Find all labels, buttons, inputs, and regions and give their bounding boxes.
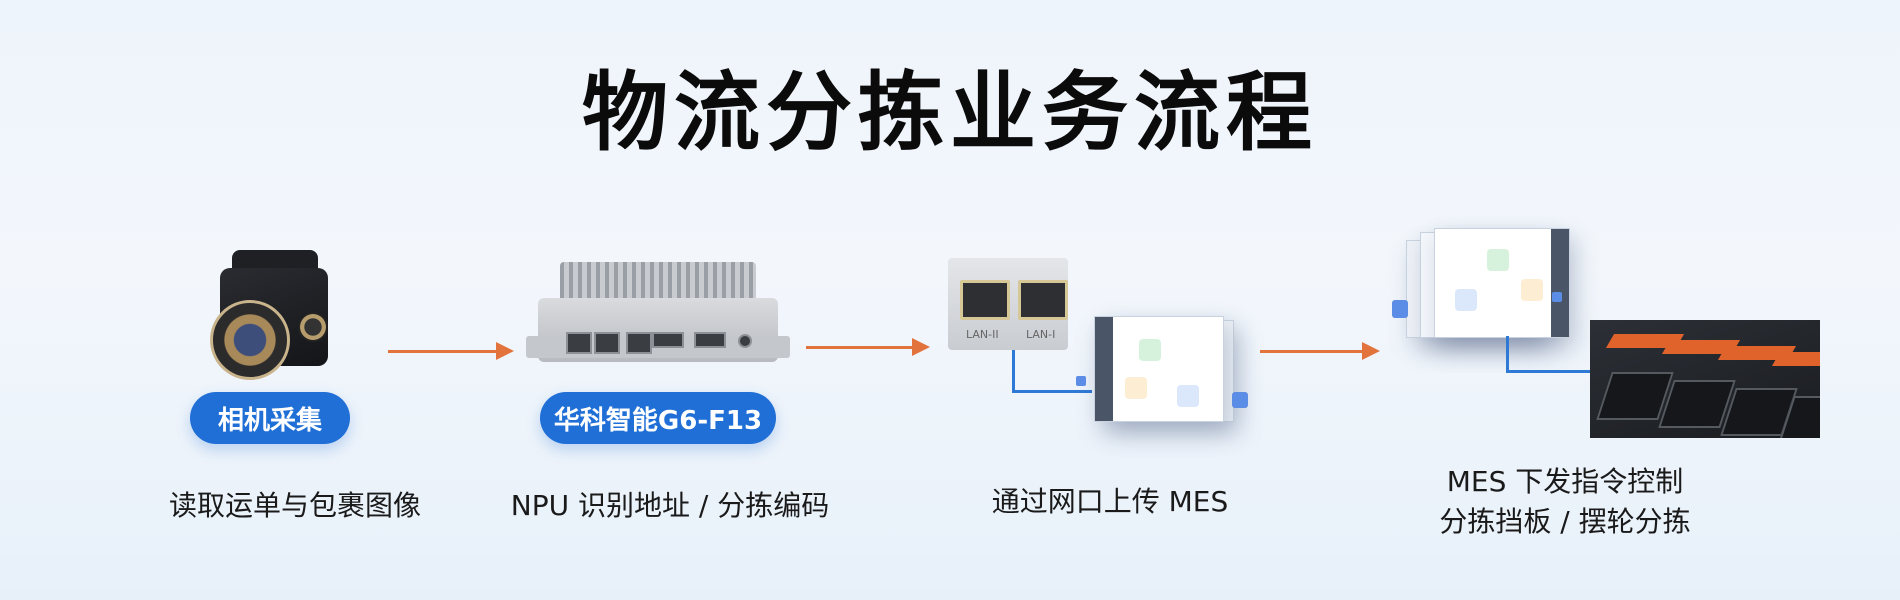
lan-port-icon [1018, 280, 1068, 320]
page-title: 物流分拣业务流程 [582, 63, 1318, 163]
sorter-image [1590, 320, 1820, 438]
step-badge-camera: 相机采集 [190, 392, 350, 444]
lan-label-2: LAN-II [966, 328, 999, 341]
lan-port-icon [960, 280, 1010, 320]
step-caption-control: MES 下发指令控制 分拣挡板 / 摆轮分拣 [1400, 462, 1730, 542]
step-caption-camera: 读取运单与包裹图像 [168, 489, 421, 522]
step-caption-control-line-2: 分拣挡板 / 摆轮分拣 [1439, 505, 1691, 538]
camera-lens-icon [210, 300, 290, 380]
step-caption-upload: 通过网口上传 MES [991, 485, 1229, 518]
step-caption-control-line-1: MES 下发指令控制 [1446, 465, 1684, 498]
lan-label-1: LAN-I [1026, 328, 1056, 341]
step-caption-npu: NPU 识别地址 / 分拣编码 [510, 489, 830, 522]
step-badge-npu: 华科智能G6-F13 [540, 392, 776, 444]
